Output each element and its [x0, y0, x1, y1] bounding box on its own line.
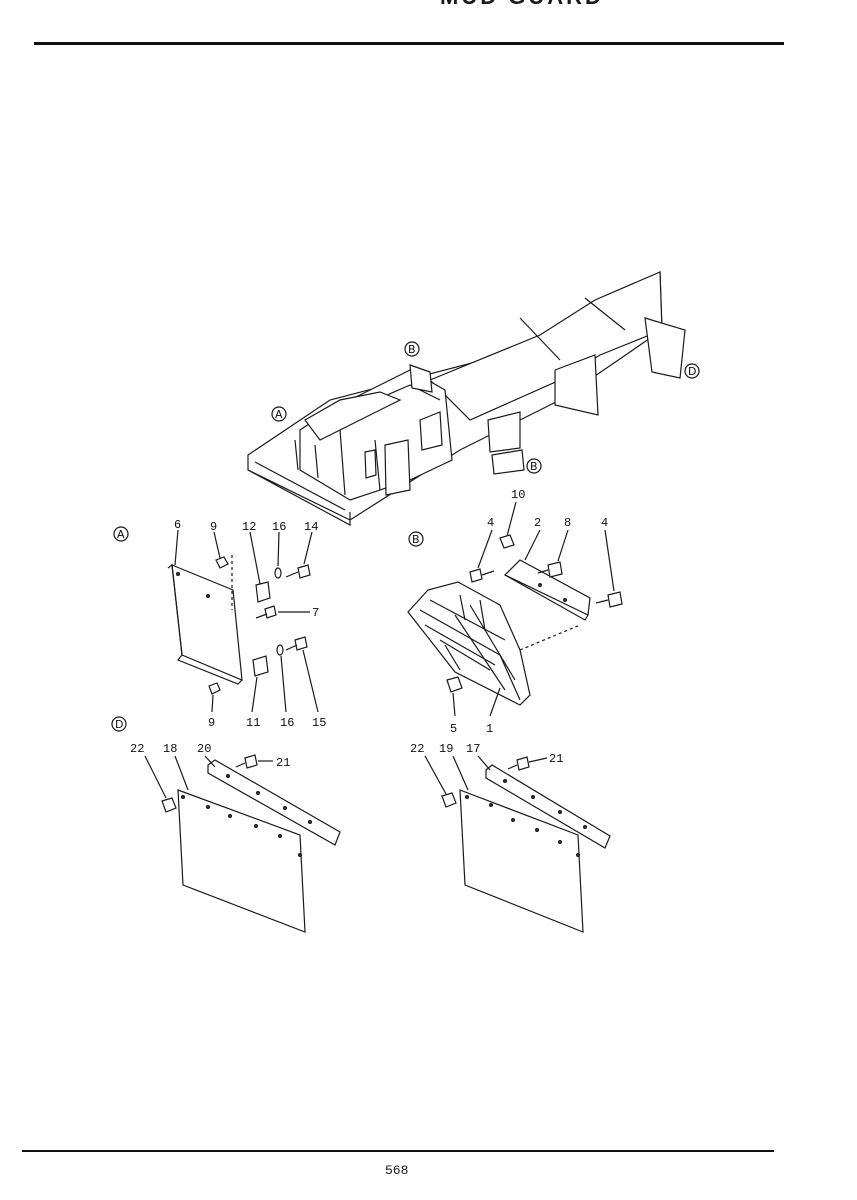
page-title-fragment: MUD GUARD [440, 0, 604, 10]
part-label-4-right: 4 [601, 516, 608, 530]
part-label-5: 5 [450, 722, 457, 736]
part-label-22-right: 22 [410, 742, 424, 756]
part-label-9-bottom: 9 [208, 716, 215, 730]
view-marker-d-overview: D [688, 365, 696, 378]
part-label-18: 18 [163, 742, 177, 756]
part-label-12: 12 [242, 520, 256, 534]
view-marker-a-overview: A [275, 408, 283, 421]
view-a: A 6 9 12 16 [113, 518, 326, 730]
page-number: 568 [385, 1163, 409, 1178]
part-label-21-left: 21 [276, 756, 290, 770]
view-b: B 10 4 [407, 488, 623, 736]
part-label-7: 7 [312, 606, 319, 620]
part-label-9-top: 9 [210, 520, 217, 534]
view-d-right: 22 19 17 21 [410, 742, 611, 933]
part-label-15: 15 [312, 716, 326, 730]
part-label-19: 19 [439, 742, 453, 756]
part-label-16-top: 16 [272, 520, 286, 534]
part-label-22-left: 22 [130, 742, 144, 756]
part-label-10: 10 [511, 488, 525, 502]
view-marker-b-side: B [530, 460, 538, 473]
part-label-20: 20 [197, 742, 211, 756]
part-label-8: 8 [564, 516, 571, 530]
part-label-17: 17 [466, 742, 480, 756]
part-label-11: 11 [246, 716, 260, 730]
part-label-2: 2 [534, 516, 541, 530]
view-b-marker: B [412, 533, 420, 546]
machine-overview: B A B D [247, 271, 700, 527]
part-label-21-right: 21 [549, 752, 563, 766]
part-label-16-bottom: 16 [280, 716, 294, 730]
part-label-1: 1 [486, 722, 493, 736]
view-a-marker: A [117, 528, 125, 541]
view-marker-b-top: B [408, 343, 416, 356]
footer-rule [22, 1150, 774, 1152]
part-label-6: 6 [174, 518, 181, 532]
part-label-4-left: 4 [487, 516, 494, 530]
header-rule [34, 42, 784, 45]
view-d-marker: D [115, 718, 123, 731]
view-d-left: D 22 18 20 21 [111, 716, 341, 933]
part-label-14: 14 [304, 520, 318, 534]
